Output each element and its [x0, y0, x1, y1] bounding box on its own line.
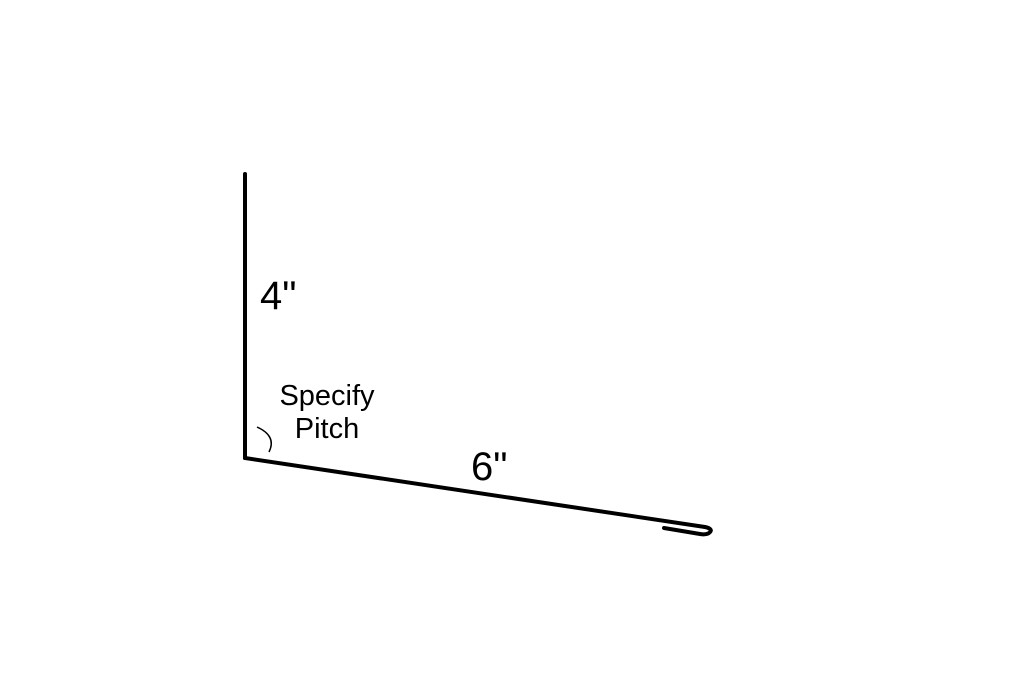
angle-note-line1: Specify: [279, 380, 375, 412]
vertical-leg-label: 4": [260, 274, 296, 318]
angle-arc-icon: [256, 426, 272, 453]
angle-note-line2: Pitch: [295, 413, 359, 445]
sloped-leg-label: 6": [471, 445, 507, 489]
hem-end-line: [662, 525, 713, 537]
sloped-leg-line: [243, 456, 707, 529]
